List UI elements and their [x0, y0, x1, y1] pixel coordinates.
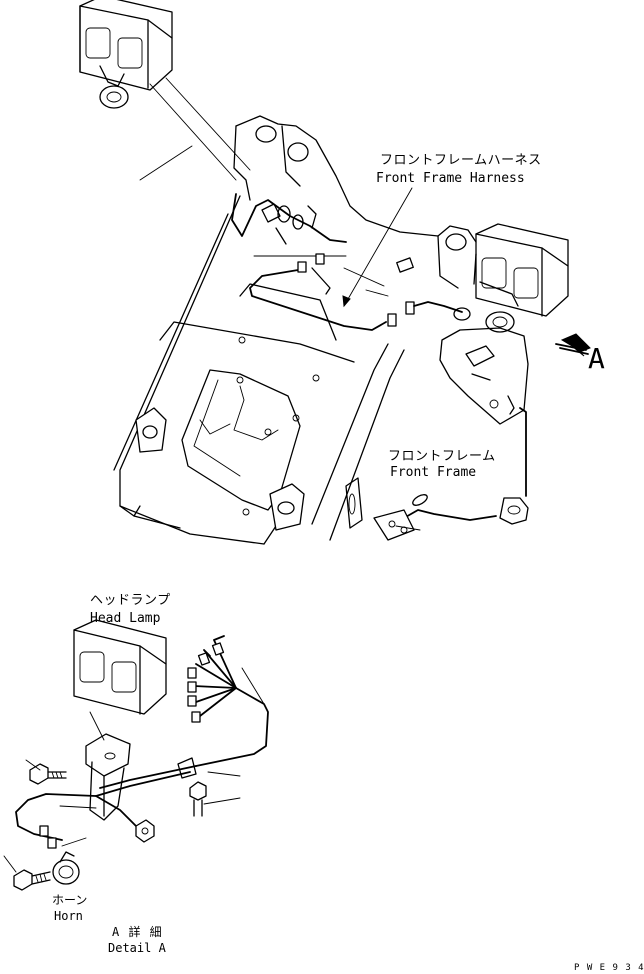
front-frame-body: [113, 115, 439, 545]
horn-en-label: Horn: [54, 909, 83, 923]
front-frame-en-label: Front Frame: [390, 465, 476, 480]
front-frame-harness: [249, 253, 463, 331]
head-lamp-en-label: Head Lamp: [90, 611, 161, 626]
drawing-code: P W E 9 3 4 8: [574, 963, 644, 973]
front-frame-jp-label: フロントフレーム: [388, 449, 496, 464]
detail-connectors: [187, 635, 269, 767]
head-lamp-jp-label: ヘッドランプ: [90, 593, 171, 608]
right-head-lamp: [475, 223, 569, 317]
horn-jp-label: ホーン: [52, 893, 87, 907]
front-frame-harness-jp-label: フロントフレームハーネス: [380, 153, 542, 168]
harness-left-route: [231, 193, 347, 257]
detail-jp-label: A 詳 細: [112, 924, 163, 939]
view-arrow: [555, 333, 591, 357]
detail-a-assembly: [3, 619, 269, 891]
front-frame-harness-en-label: Front Frame Harness: [376, 171, 525, 186]
detail-bolts: [13, 763, 207, 891]
detail-horn: [52, 851, 80, 885]
front-frame-assembly: [79, 0, 591, 545]
detail-bracket: [15, 733, 197, 849]
view-marker-label: A: [588, 342, 605, 375]
harness-right-route: [345, 407, 529, 541]
detail-en-label: Detail A: [108, 941, 167, 955]
detail-head-lamp: [73, 619, 167, 715]
left-head-lamp: [79, 0, 173, 109]
right-mount-bracket: [437, 225, 529, 425]
